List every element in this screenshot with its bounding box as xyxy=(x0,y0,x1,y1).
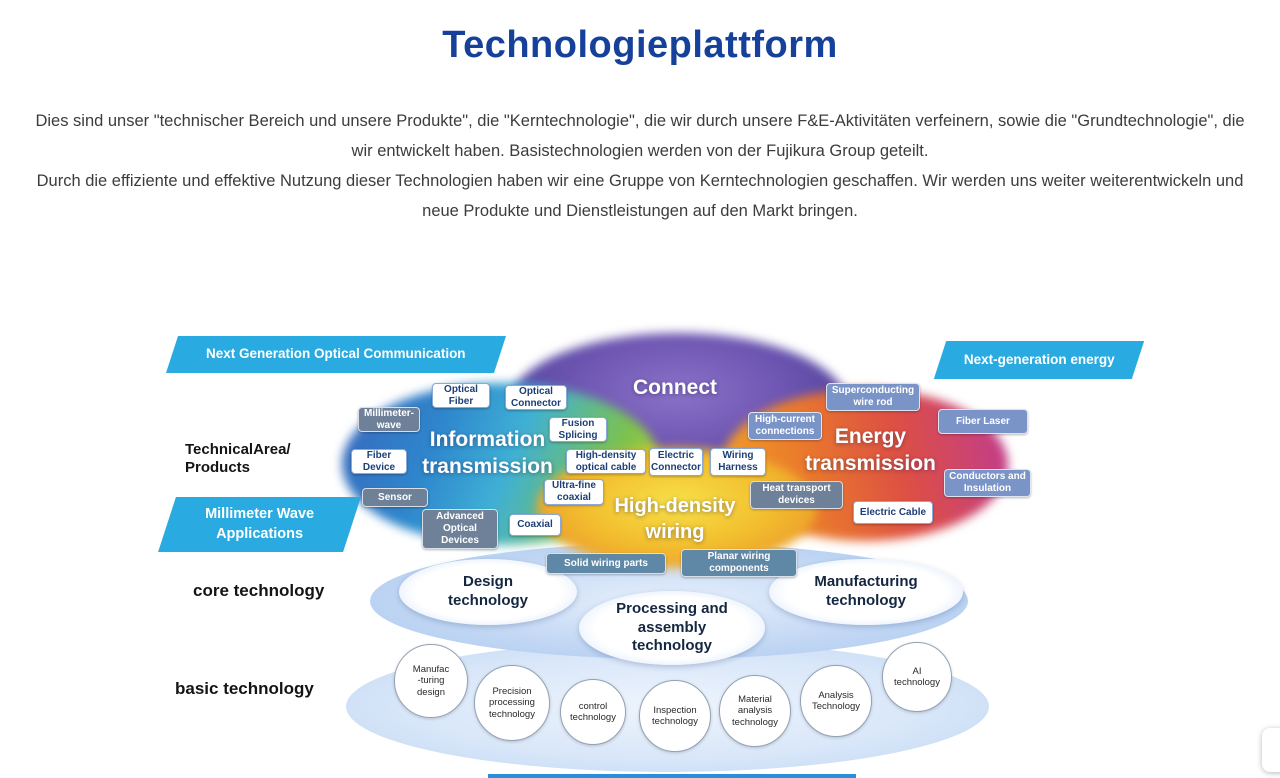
ribbon-mmwave-label: Millimeter Wave Applications xyxy=(204,506,315,543)
chip-heat-transport-devices: Heat transport devices xyxy=(750,481,843,509)
page-title: Technologieplattform xyxy=(442,24,838,66)
chip-optical-connector: Optical Connector xyxy=(505,385,567,410)
ribbon-millimeter-wave-applications: Millimeter Wave Applications xyxy=(158,497,361,552)
chip-conductors-and-insulation: Conductors and Insulation xyxy=(944,469,1031,497)
row-label-technical-area-products: TechnicalArea/ Products xyxy=(185,441,291,476)
core-ellipse-processing-assembly-technology: Processing and assembly technology xyxy=(579,591,765,665)
chip-solid-wiring-parts: Solid wiring parts xyxy=(546,553,666,574)
row-label-core-technology: core technology xyxy=(193,581,325,600)
chip-coaxial: Coaxial xyxy=(509,514,561,536)
chip-fiber-laser: Fiber Laser xyxy=(938,409,1028,434)
chip-optical-fiber: Optical Fiber xyxy=(432,383,490,408)
basic-circle-manufacturing-design: Manufac -turing design xyxy=(394,644,468,718)
chip-planar-wiring-components: Planar wiring components xyxy=(681,549,797,577)
chip-advanced-optical-devices: Advanced Optical Devices xyxy=(422,509,498,549)
chip-high-current-connections: High-current connections xyxy=(748,412,822,440)
intro-paragraph-1: Dies sind unser "technischer Bereich und… xyxy=(35,112,1245,160)
chip-wiring-harness: Wiring Harness xyxy=(710,448,766,476)
basic-circle-analysis-technology: Analysis Technology xyxy=(800,665,872,737)
row-label-basic-technology: basic technology xyxy=(175,679,314,698)
chip-fusion-splicing: Fusion Splicing xyxy=(549,417,607,442)
chip-superconducting-wire-rod: Superconducting wire rod xyxy=(826,383,920,411)
basic-circle-inspection-technology: Inspection technology xyxy=(639,680,711,752)
label-high-density-wiring: High-density wiring xyxy=(614,495,736,543)
chip-fiber-device: Fiber Device xyxy=(351,449,407,474)
label-information-transmission: Information transmission xyxy=(422,428,553,479)
chip-high-density-optical-cable: High-density optical cable xyxy=(566,449,646,474)
floating-widget-button[interactable] xyxy=(1262,728,1280,772)
chip-sensor: Sensor xyxy=(362,488,428,507)
basic-circle-ai-technology: AI technology xyxy=(882,642,952,712)
intro-paragraph-2: Durch die effiziente und effektive Nutzu… xyxy=(36,172,1244,220)
chip-millimeter-wave: Millimeter- wave xyxy=(358,407,420,432)
ribbon-energy-label: Next-generation energy xyxy=(963,351,1115,367)
next-section-edge xyxy=(488,774,856,778)
ribbon-next-generation-energy: Next-generation energy xyxy=(933,341,1145,379)
chip-ultra-fine-coaxial: Ultra-fine coaxial xyxy=(544,479,604,505)
label-energy-transmission: Energy transmission xyxy=(805,425,936,476)
basic-circle-material-analysis-technology: Material analysis technology xyxy=(719,675,791,747)
ribbon-next-gen-optical-communication: Next Generation Optical Communication xyxy=(165,336,507,373)
chip-electric-cable: Electric Cable xyxy=(853,501,933,524)
core-ellipse-design-technology: Design technology xyxy=(399,559,577,625)
basic-circle-control-technology: control technology xyxy=(560,679,626,745)
chip-electric-connector: Electric Connector xyxy=(649,448,703,476)
core-ellipse-manufacturing-technology: Manufacturing technology xyxy=(769,559,963,625)
label-connect: Connect xyxy=(633,376,717,399)
ribbon-optical-label: Next Generation Optical Communication xyxy=(206,346,466,362)
basic-circle-precision-processing-technology: Precision processing technology xyxy=(474,665,550,741)
